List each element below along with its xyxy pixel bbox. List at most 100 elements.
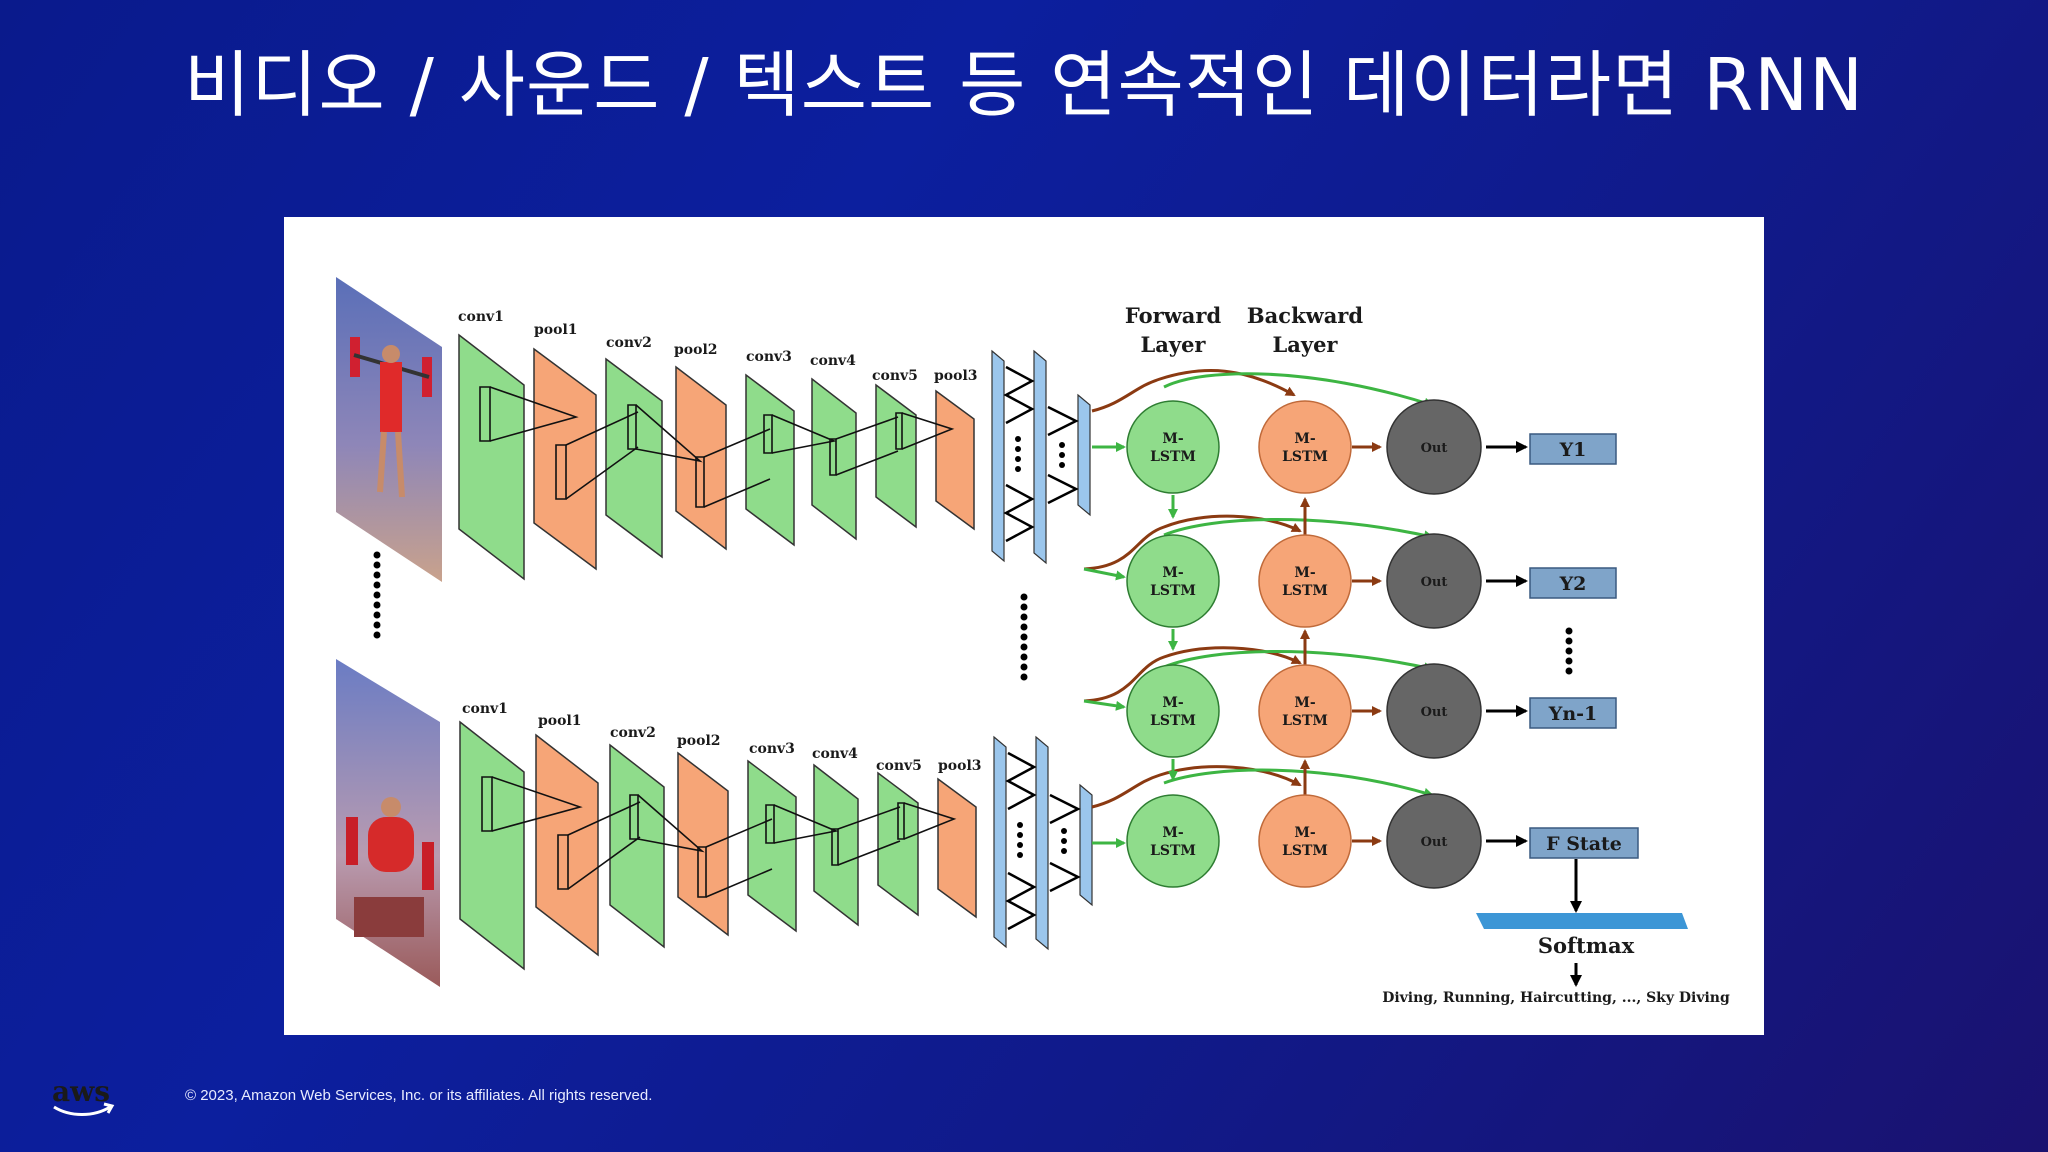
conv1-layer: [458, 333, 525, 581]
cnn-stack-top: conv1 pool1 conv2 pool2 conv3 conv4 conv…: [458, 309, 978, 581]
forward-lstm-cell: [1126, 400, 1220, 494]
conv5-layer: [875, 383, 917, 529]
forward-layer-label: Forward: [1125, 303, 1222, 328]
forward-lstm-label: M-: [1162, 825, 1183, 841]
backward-lstm-cell: [1258, 794, 1352, 888]
backward-lstm-label: M-: [1294, 565, 1315, 581]
out-cell: [1386, 793, 1482, 889]
cnn-label-pool3: pool3: [934, 368, 978, 384]
lstm-row-4: M- LSTM M- LSTM Out F State: [1126, 793, 1639, 889]
output-label-y1: Y1: [1559, 439, 1587, 461]
conv2-layer: [609, 743, 665, 949]
pool1-layer: [533, 347, 597, 571]
output-label-y2: Y2: [1559, 573, 1587, 595]
backward-lstm-label: M-: [1294, 695, 1315, 711]
cnn-label-pool2: pool2: [674, 342, 718, 358]
conv1-layer: [459, 720, 525, 971]
out-cell-label: Out: [1421, 575, 1448, 590]
output-box-f-state: [1529, 827, 1639, 859]
pool2-layer: [677, 751, 729, 937]
cnn-label-conv5: conv5: [872, 368, 918, 384]
backward-layer-label-2: Layer: [1273, 332, 1339, 357]
fc-layer: [1077, 393, 1091, 517]
backward-lstm-label-2: LSTM: [1282, 843, 1328, 859]
out-cell-label: Out: [1421, 705, 1448, 720]
out-cell-label: Out: [1421, 835, 1448, 850]
backward-lstm-label-2: LSTM: [1282, 583, 1328, 599]
output-label-yn-1: Yn-1: [1548, 703, 1597, 725]
output-box-yn-1: [1529, 697, 1617, 729]
cnn-lstm-diagram: conv1 pool1 conv2 pool2 conv3 conv4 conv…: [336, 277, 1730, 1006]
video-frame-top: [336, 277, 442, 582]
fc-layer: [1035, 735, 1049, 951]
class-labels: Diving, Running, Haircutting, ..., Sky D…: [1382, 990, 1730, 1006]
conv5-layer: [877, 771, 919, 917]
backward-lstm-label: M-: [1294, 431, 1315, 447]
connection-arrows: [1083, 369, 1582, 987]
backward-lstm-cell: [1258, 664, 1352, 758]
slide-title: 비디오 / 사운드 / 텍스트 등 연속적인 데이터라면 RNN: [184, 43, 1864, 127]
cnn-label-conv3: conv3: [746, 349, 792, 365]
cnn-label-pool1: pool1: [534, 322, 578, 338]
forward-lstm-cell: [1126, 664, 1220, 758]
pool3-layer: [935, 389, 975, 531]
cnn-label-conv1: conv1: [458, 309, 504, 325]
output-box-y1: [1529, 433, 1617, 465]
conv4-layer: [811, 377, 857, 541]
backward-lstm-label-2: LSTM: [1282, 713, 1328, 729]
out-cell-label: Out: [1421, 441, 1448, 456]
timestep-ellipsis-dots: [1020, 593, 1028, 681]
forward-lstm-cell: [1126, 794, 1220, 888]
forward-lstm-label-2: LSTM: [1150, 449, 1196, 465]
cnn-label-conv1: conv1: [462, 701, 508, 717]
forward-lstm-label: M-: [1162, 695, 1183, 711]
backward-lstm-label: M-: [1294, 825, 1315, 841]
copyright-notice: © 2023, Amazon Web Services, Inc. or its…: [185, 1087, 653, 1104]
cnn-stack-bottom: conv1 pool1 conv2 pool2 conv3 conv4 conv…: [459, 701, 982, 971]
conv3-layer: [745, 373, 795, 547]
out-cell: [1386, 533, 1482, 629]
output-box-y2: [1529, 567, 1617, 599]
conv4-layer: [813, 763, 859, 927]
forward-lstm-cell: [1126, 534, 1220, 628]
conv2-layer: [605, 357, 663, 559]
fc-layer: [993, 735, 1007, 949]
cnn-label-conv2: conv2: [606, 335, 652, 351]
backward-lstm-cell: [1258, 534, 1352, 628]
backward-lstm-cell: [1258, 400, 1352, 494]
lstm-row-2: M- LSTM M- LSTM Out Y2: [1126, 533, 1617, 629]
lstm-row-3: M- LSTM M- LSTM Out Yn-1: [1126, 663, 1617, 759]
backward-layer-label: Backward: [1247, 303, 1363, 328]
fc-layer: [1033, 349, 1047, 565]
out-cell: [1386, 399, 1482, 495]
cnn-label-pool3: pool3: [938, 758, 982, 774]
cnn-label-conv4: conv4: [810, 353, 856, 369]
output-label-f-state: F State: [1546, 833, 1622, 855]
backward-lstm-label-2: LSTM: [1282, 449, 1328, 465]
cnn-label-conv5: conv5: [876, 758, 922, 774]
forward-layer-label-2: Layer: [1141, 332, 1207, 357]
forward-lstm-label: M-: [1162, 431, 1183, 447]
forward-lstm-label-2: LSTM: [1150, 713, 1196, 729]
fc-layers-top: [991, 349, 1091, 565]
fc-layer: [1079, 783, 1093, 907]
forward-lstm-label-2: LSTM: [1150, 843, 1196, 859]
fc-layers-bottom: [993, 735, 1093, 951]
pool3-layer: [937, 777, 977, 919]
pool1-layer: [535, 733, 599, 957]
forward-lstm-label-2: LSTM: [1150, 583, 1196, 599]
cnn-label-pool2: pool2: [677, 733, 721, 749]
video-frame-bottom: [336, 659, 440, 987]
diagram-panel: conv1 pool1 conv2 pool2 conv3 conv4 conv…: [284, 217, 1764, 1035]
cnn-label-conv3: conv3: [749, 741, 795, 757]
svg-text:aws: aws: [52, 1075, 110, 1108]
conv3-layer: [747, 759, 797, 933]
softmax-bar: [1476, 913, 1688, 929]
output-ellipsis-dots: [1565, 627, 1573, 675]
cnn-label-conv4: conv4: [812, 746, 858, 762]
aws-logo: aws: [52, 1075, 115, 1116]
forward-lstm-label: M-: [1162, 565, 1183, 581]
frame-ellipsis-dots: [373, 551, 381, 639]
cnn-label-pool1: pool1: [538, 713, 582, 729]
softmax-label: Softmax: [1538, 933, 1635, 958]
